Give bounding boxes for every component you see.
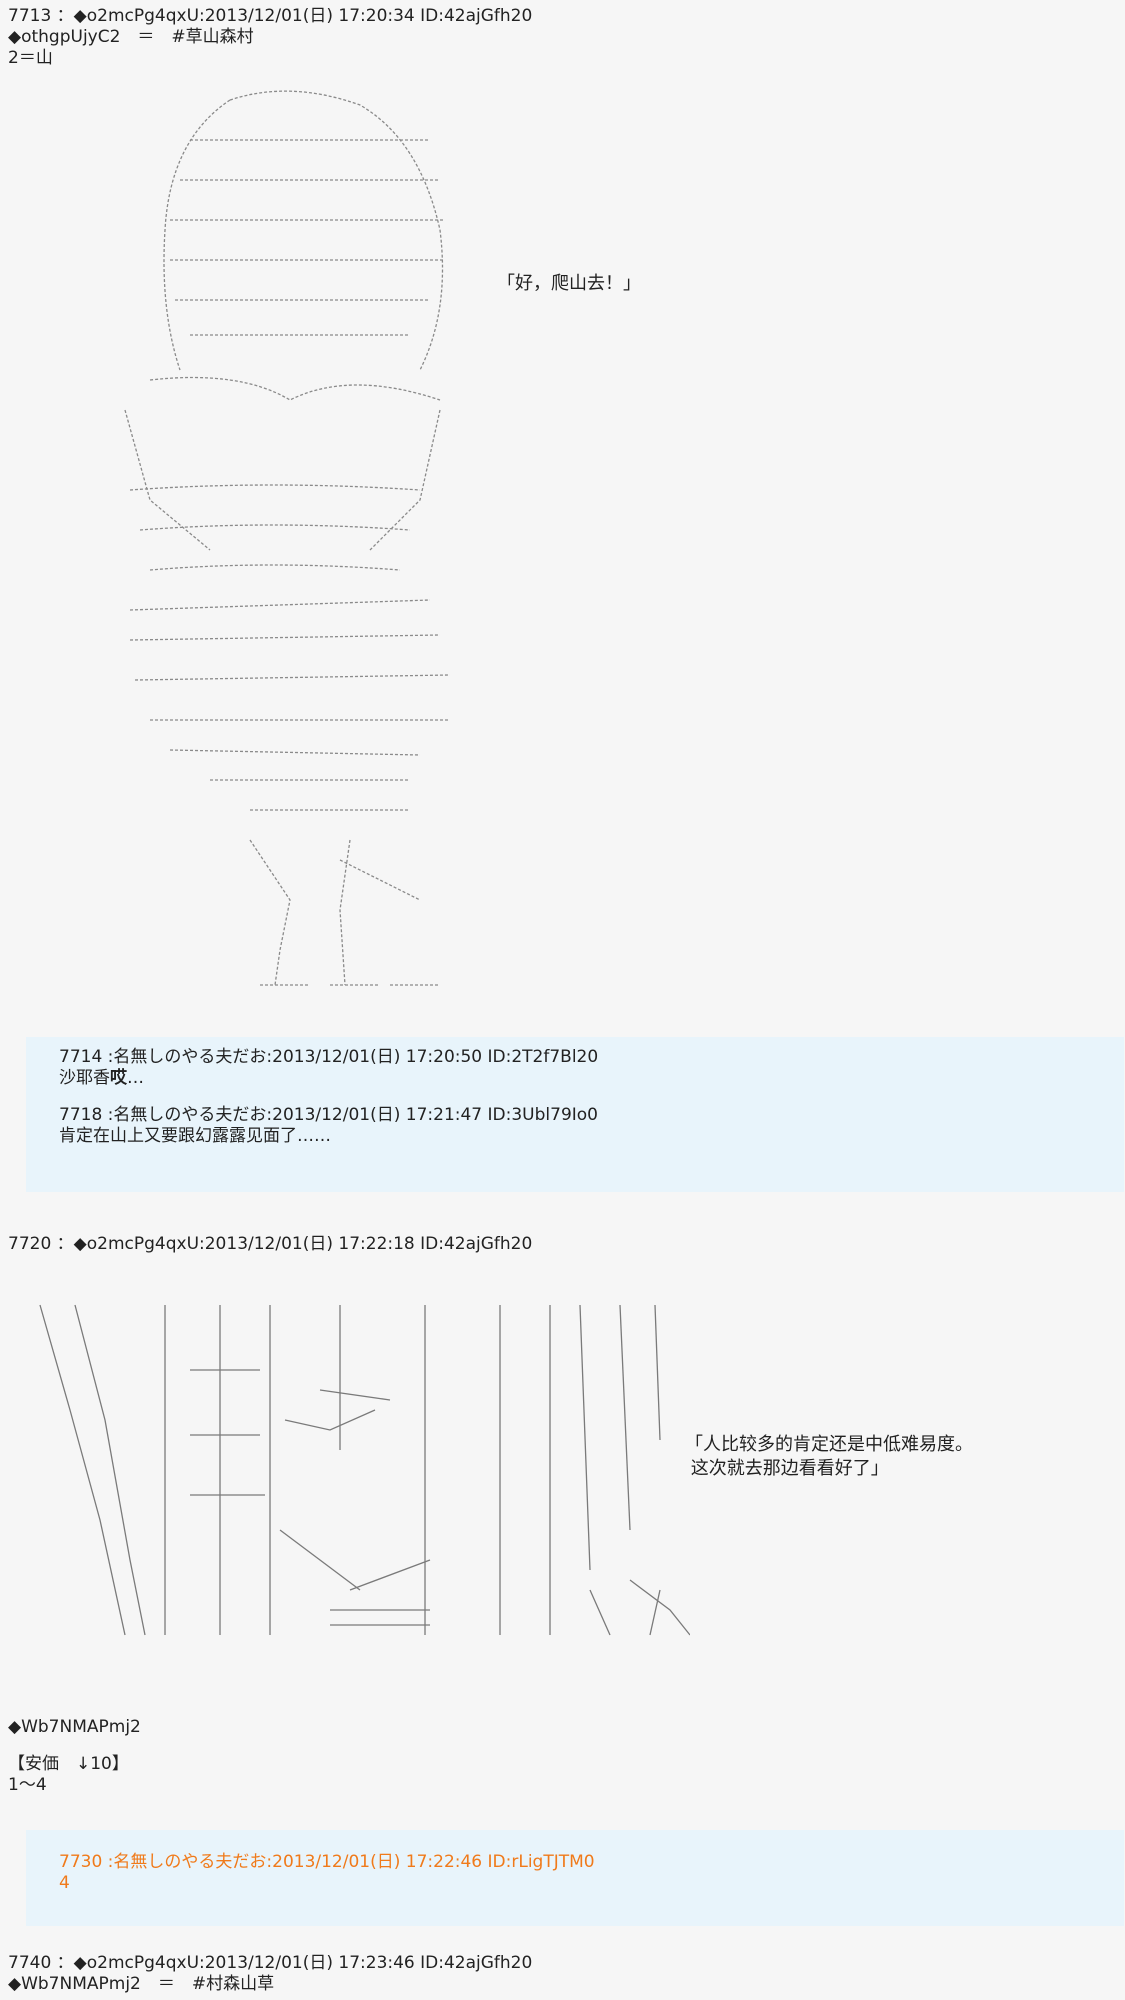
quote-header: 7718 :名無しのやる夫だお:2013/12/01(日) 17:21:47 I… [59,1105,598,1125]
quote-header: 7714 :名無しのやる夫だお:2013/12/01(日) 17:20:50 I… [59,1047,599,1067]
quote-body: 4 [59,1873,70,1893]
quote-item: 7714 :名無しのやる夫だお:2013/12/01(日) 17:20:50 I… [59,1047,1124,1089]
speech-bubble: 「好，爬山去！」 [497,273,641,294]
quote-item: 7730 :名無しのやる夫だお:2013/12/01(日) 17:22:46 I… [59,1852,1124,1894]
post-header: 7740 ：◆o2mcPg4qxU:2013/12/01(日) 17:23:46… [8,1953,533,1973]
post-line: 2＝山 [8,48,53,68]
post-line: ◆othgpUjyC2 ＝ #草山森村 [8,27,254,47]
post-7720: 7720 ：◆o2mcPg4qxU:2013/12/01(日) 17:22:18… [8,1234,1125,1255]
post-7713: 7713 ：◆o2mcPg4qxU:2013/12/01(日) 17:20:34… [8,6,1125,69]
quote-item: 7718 :名無しのやる夫だお:2013/12/01(日) 17:21:47 I… [59,1105,1124,1147]
quote-body: 肯定在山上又要跟幻露露见面了…… [59,1126,331,1146]
quote-header: 7730 :名無しのやる夫だお:2013/12/01(日) 17:22:46 I… [59,1852,595,1872]
quote-box-highlighted: 7730 :名無しのやる夫だお:2013/12/01(日) 17:22:46 I… [26,1830,1124,1926]
quote-body: 沙耶香哎… [59,1068,144,1088]
post-7740: 7740 ：◆o2mcPg4qxU:2013/12/01(日) 17:23:46… [8,1953,1125,1995]
post-line: 1～4 [8,1775,47,1795]
post-header: 7720 ：◆o2mcPg4qxU:2013/12/01(日) 17:22:18… [8,1234,533,1254]
post-line: ◆Wb7NMAPmj2 [8,1717,141,1737]
ascii-art-girl-drawing [124,90,451,986]
post-header: 7713 ：◆o2mcPg4qxU:2013/12/01(日) 17:20:34… [8,6,533,26]
ascii-art-girl [90,80,540,1010]
post-line: ◆Wb7NMAPmj2 ＝ #村森山草 [8,1974,275,1994]
ascii-art-lines-drawing [39,1304,690,1636]
speech-bubble: 「人比较多的肯定还是中低难易度。 这次就去那边看看好了」 [685,1434,973,1479]
post-line: 【安価 ↓10】 [8,1754,129,1774]
ascii-art-lines [30,1290,690,1690]
quote-box: 7714 :名無しのやる夫だお:2013/12/01(日) 17:20:50 I… [26,1037,1124,1192]
post-7720-footer: ◆Wb7NMAPmj2 【安価 ↓10】 1～4 [8,1717,1125,1796]
